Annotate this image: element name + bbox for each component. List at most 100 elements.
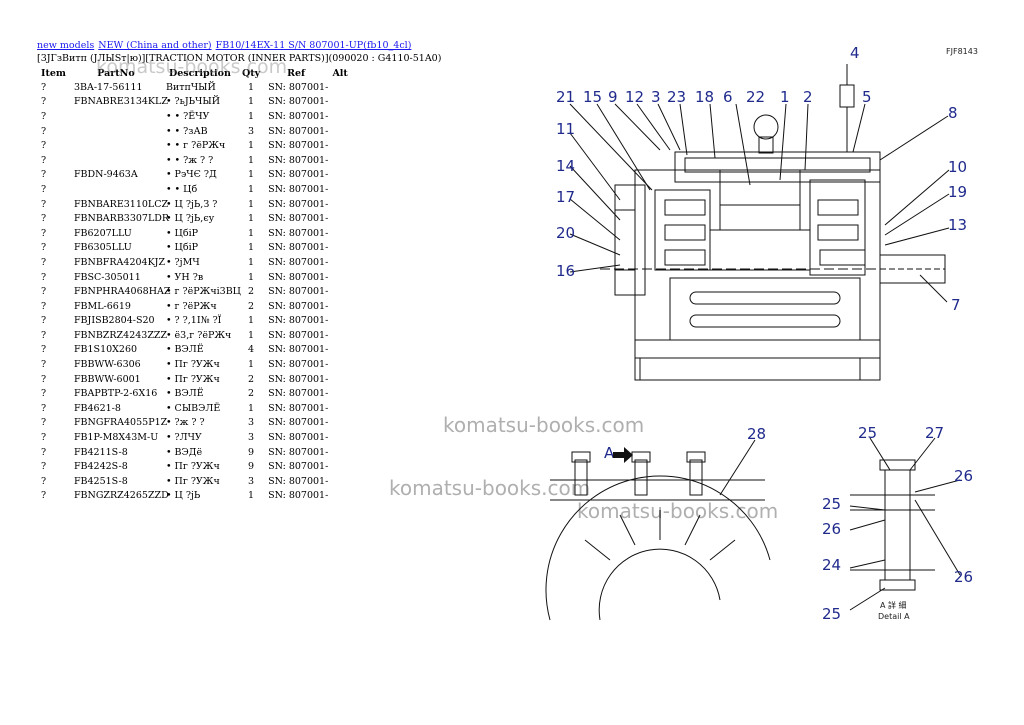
callout-label: 28 — [747, 425, 766, 443]
ref-cell: SN: 807001- — [268, 388, 329, 400]
item-cell: ? — [41, 81, 47, 93]
ref-cell: SN: 807001- — [268, 213, 329, 225]
qty-cell: 1 — [248, 140, 255, 152]
alt-cell — [328, 489, 352, 504]
ref-cell: SN: 807001- — [268, 227, 329, 239]
part-number-cell: FB4251S-8 — [73, 475, 128, 487]
description-cell: • Ц ?jЬ,єу — [165, 213, 215, 225]
breadcrumb-link[interactable]: FB10/14EX-11 S/N 807001-UP(fb10_4cl) — [215, 40, 412, 51]
qty-cell: 3 — [248, 417, 255, 429]
description-cell: • Пг ?УЖч — [165, 359, 220, 371]
callout-label: 5 — [862, 88, 872, 106]
part-number-cell: FBNBARB3307LDR — [73, 213, 170, 225]
qty-cell: 4 — [248, 344, 255, 356]
column-header: Alt — [332, 67, 348, 79]
item-cell: ? — [41, 110, 47, 122]
part-number-cell: FBNGZRZ4265ZZD — [73, 490, 169, 502]
main-callouts: 21 15 9 12 3 23 18 6 22 1 2 4 5 8 11 14 … — [556, 44, 967, 314]
item-cell: ? — [41, 475, 47, 487]
callout-label: 12 — [625, 88, 644, 106]
column-header: Description — [168, 67, 231, 79]
callout-label: 15 — [583, 88, 602, 106]
part-number-cell — [70, 124, 162, 139]
item-cell: ? — [41, 402, 47, 414]
alt-cell — [328, 138, 352, 153]
part-number-cell: FBBWW-6001 — [73, 373, 141, 385]
traction-motor-diagram: FJF8143 — [545, 44, 978, 623]
description-cell: • г ?ёРЖчі3ВЦ — [165, 286, 241, 298]
qty-cell: 1 — [248, 183, 255, 195]
item-cell: ? — [41, 417, 47, 429]
arrow-icon — [613, 447, 633, 463]
watermark: komatsu-books.com — [443, 413, 645, 437]
description-cell: • ?jМЧ — [165, 256, 200, 268]
ref-cell: SN: 807001- — [268, 198, 329, 210]
alt-cell — [328, 474, 352, 489]
qty-cell: 2 — [248, 373, 255, 385]
page-subtitle: [3JГзВитп (ЈЛЫЅт|ю)][TRACTION MOTOR (INN… — [37, 53, 442, 64]
callout-label: 23 — [667, 88, 686, 106]
alt-cell — [328, 80, 352, 95]
breadcrumb-link[interactable]: new models — [37, 40, 95, 51]
description-cell: • РэЧЄ ?Д — [165, 169, 217, 181]
item-cell: ? — [41, 198, 47, 210]
callout-label: 25 — [822, 605, 841, 623]
alt-cell — [328, 197, 352, 212]
callout-label: 26 — [954, 467, 973, 485]
description-cell: • ЦбіР — [165, 242, 198, 254]
part-number-cell: FBDN-9463A — [73, 169, 138, 181]
alt-cell — [328, 372, 352, 387]
ref-cell: SN: 807001- — [268, 183, 329, 195]
detail-caption: Detail A — [878, 612, 910, 621]
detail-a-drawing — [849, 437, 961, 611]
ref-cell: SN: 807001- — [268, 432, 329, 444]
callout-label: 21 — [556, 88, 575, 106]
ref-cell: SN: 807001- — [268, 256, 329, 268]
lifting-eye — [753, 114, 779, 140]
ref-cell: SN: 807001- — [268, 446, 329, 458]
callout-label: 7 — [951, 296, 961, 314]
part-number-cell — [70, 182, 162, 197]
qty-cell: 3 — [248, 125, 255, 137]
callout-label: 18 — [695, 88, 714, 106]
part-number-cell: FB6207LLU — [73, 227, 132, 239]
alt-cell — [328, 241, 352, 256]
description-cell: ВитпЧЫЙ — [165, 81, 216, 93]
qty-cell: 1 — [248, 110, 255, 122]
alt-cell — [328, 314, 352, 329]
column-header: Ref — [287, 67, 306, 79]
part-number-cell: FBML-6619 — [73, 300, 131, 312]
ref-cell: SN: 807001- — [268, 110, 329, 122]
part-number-cell: FBNGFRA4055P1Z — [73, 417, 168, 429]
qty-cell: 1 — [248, 169, 255, 181]
callout-label: 25 — [822, 495, 841, 513]
ref-cell: SN: 807001- — [268, 373, 329, 385]
callout-label: 25 — [858, 424, 877, 442]
alt-cell — [328, 153, 352, 168]
alt-cell — [328, 430, 352, 445]
description-cell: • ВЭДё — [165, 446, 203, 458]
callout-label: 14 — [556, 157, 575, 175]
callout-label: 10 — [948, 158, 967, 176]
description-cell: • УН ?в — [165, 271, 204, 283]
part-number-cell: 3BA-17-56111 — [73, 81, 143, 93]
breadcrumb-link[interactable]: NEW (China and other) — [98, 40, 212, 51]
description-cell: • ё3,г ?ёРЖч — [165, 329, 232, 341]
terminal — [839, 84, 855, 108]
item-cell: ? — [41, 315, 47, 327]
item-cell: ? — [41, 256, 47, 268]
description-cell: • Пг ?УЖч — [165, 475, 220, 487]
description-cell: • ?ж ? ? — [165, 417, 205, 429]
arrow-label: A — [604, 444, 615, 462]
qty-cell: 1 — [248, 402, 255, 414]
ref-cell: SN: 807001- — [268, 154, 329, 166]
ref-cell: SN: 807001- — [268, 286, 329, 298]
alt-cell — [328, 416, 352, 431]
